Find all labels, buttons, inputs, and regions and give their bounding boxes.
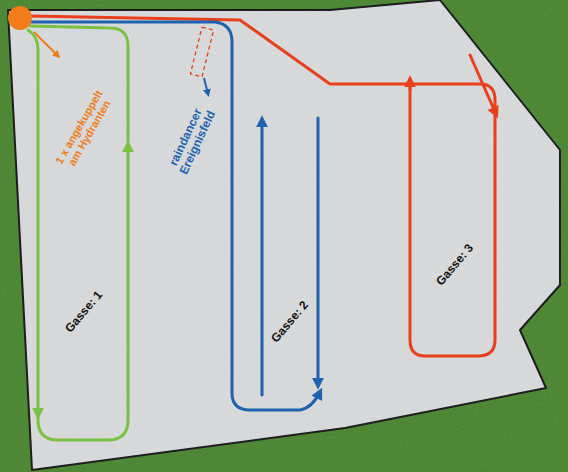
event-field-marker [190,27,213,76]
leader-arrow [34,32,58,56]
field-border [8,0,560,470]
lane-path-blue [30,22,320,410]
lane-path-blue [261,120,264,395]
lane-path-green [38,145,128,440]
leader-arrow [204,78,208,94]
lane-arrow-red [409,80,412,90]
lane-path-blue [317,118,320,385]
hydrant-dot [8,6,32,30]
lane-path-green [28,30,38,415]
lane-arrow-red [470,55,496,114]
